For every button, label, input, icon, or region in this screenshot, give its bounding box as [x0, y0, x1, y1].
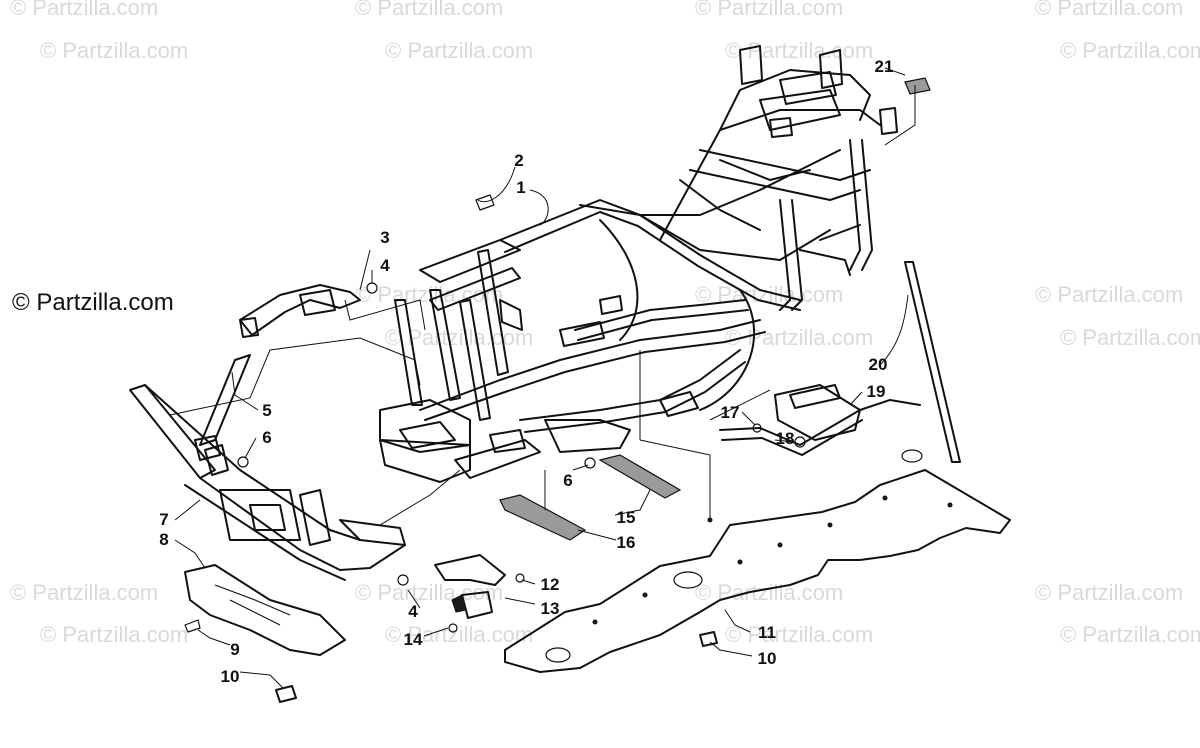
watermark: © Partzilla.com — [385, 38, 533, 63]
watermark: © Partzilla.com — [40, 38, 188, 63]
callout-12: 12 — [541, 575, 560, 594]
watermark: © Partzilla.com — [385, 622, 533, 647]
callout-4: 4 — [380, 256, 390, 275]
watermark: © Partzilla.com — [355, 0, 503, 20]
callout-13: 13 — [541, 599, 560, 618]
callout-7: 7 — [159, 510, 168, 529]
leader-lines — [174, 67, 909, 689]
watermark: © Partzilla.com — [725, 38, 873, 63]
main-frame — [379, 45, 898, 483]
bolt-icon — [515, 573, 525, 583]
callout-10: 10 — [758, 649, 777, 668]
watermark: © Partzilla.com — [1060, 38, 1200, 63]
watermark: © Partzilla.com — [40, 622, 188, 647]
callout-18: 18 — [776, 429, 795, 448]
skid-plate — [504, 449, 1011, 673]
callout-2: 2 — [514, 151, 523, 170]
callout-1: 1 — [516, 178, 525, 197]
callout-8: 8 — [159, 530, 168, 549]
callout-14: 14 — [404, 630, 423, 649]
callout-21: 21 — [875, 57, 894, 76]
callout-5: 5 — [262, 401, 271, 420]
watermark: © Partzilla.com — [10, 580, 158, 605]
brace-rod — [904, 261, 961, 463]
callout-9: 9 — [230, 640, 239, 659]
bolt-icon — [397, 574, 409, 586]
callout-6: 6 — [563, 471, 572, 490]
watermark: © Partzilla.com — [725, 622, 873, 647]
watermark: © Partzilla.com — [1035, 0, 1183, 20]
rivet-icon — [699, 631, 718, 647]
bolt-icon — [752, 423, 762, 433]
watermark: © Partzilla.com — [1060, 325, 1200, 350]
fasteners — [184, 194, 806, 703]
callout-3: 3 — [380, 228, 389, 247]
front-bumper — [129, 384, 406, 581]
reference-lines — [169, 85, 916, 526]
watermark: © Partzilla.com — [1035, 282, 1183, 307]
watermark: © Partzilla.com — [355, 282, 503, 307]
watermark-main: © Partzilla.com — [12, 289, 174, 316]
bumper-support — [194, 354, 251, 461]
callout-17: 17 — [721, 403, 740, 422]
bolt-icon — [237, 456, 249, 468]
callout-16: 16 — [617, 533, 636, 552]
rivet-icon — [275, 685, 297, 703]
washer-icon — [448, 623, 458, 633]
front-bracket — [239, 284, 361, 338]
callout-19: 19 — [867, 382, 886, 401]
bolt-icon — [584, 457, 596, 469]
screw-icon — [184, 619, 201, 633]
watermark-layer: © Partzilla.com © Partzilla.com © Partzi… — [10, 0, 1200, 647]
mounting-bracket — [434, 554, 506, 619]
callout-11: 11 — [758, 623, 776, 642]
front-skid — [184, 564, 346, 656]
callout-6: 6 — [262, 428, 271, 447]
watermark: © Partzilla.com — [695, 0, 843, 20]
watermark: © Partzilla.com — [725, 325, 873, 350]
callout-20: 20 — [869, 355, 888, 374]
callout-4: 4 — [408, 602, 418, 621]
callout-10: 10 — [221, 667, 240, 686]
callout-labels: 2 1 3 4 5 6 6 7 8 9 10 4 12 13 14 15 16 … — [159, 57, 893, 686]
callout-15: 15 — [617, 508, 636, 527]
floor-pads — [499, 454, 682, 541]
watermark: © Partzilla.com — [385, 325, 533, 350]
clip-icon — [475, 194, 495, 211]
decal — [904, 77, 931, 95]
watermark: © Partzilla.com — [1035, 580, 1183, 605]
watermark: © Partzilla.com — [10, 0, 158, 20]
watermark: © Partzilla.com — [1060, 622, 1200, 647]
